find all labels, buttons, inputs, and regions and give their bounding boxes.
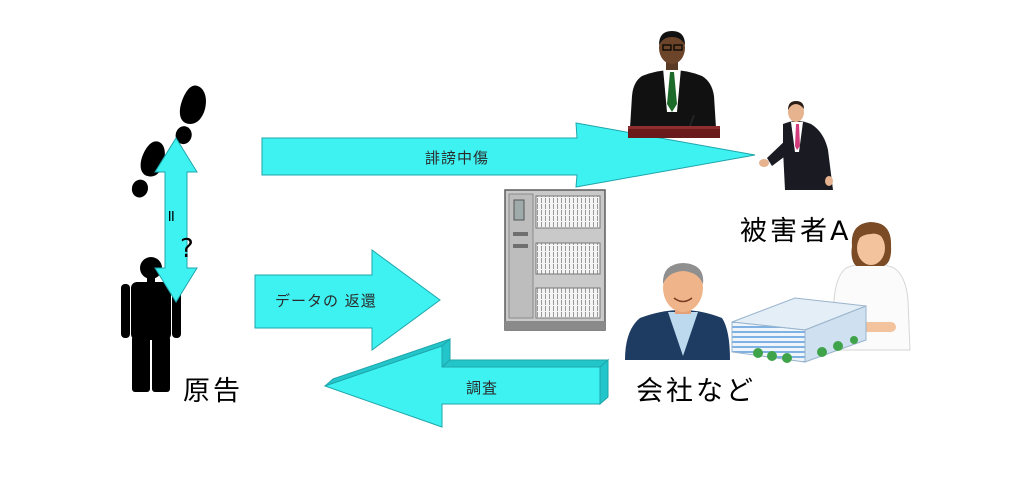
businessman-hair [788, 101, 804, 110]
businessman-head [788, 102, 804, 122]
building-trees [753, 336, 858, 363]
cabinet-base [505, 321, 605, 330]
server-cabinet [504, 189, 606, 331]
footprints [131, 85, 206, 198]
defamation-arrow [261, 122, 756, 188]
data-return-arrow [254, 249, 441, 351]
identity-double-arrow [154, 137, 198, 303]
investigation-arrow-label: 調査 [466, 379, 498, 397]
man-shirt [668, 312, 698, 356]
footprint-sole [179, 85, 206, 124]
cabinet-drawer [535, 287, 601, 319]
speaker-at-podium [628, 31, 720, 138]
cabinet-drawer [535, 195, 601, 229]
podium-top [628, 126, 720, 129]
silhouette-neck [147, 276, 155, 284]
arrow-shaft-top-face [440, 359, 610, 368]
office-building [731, 297, 867, 363]
businessman-tie [795, 124, 800, 150]
woman [831, 222, 911, 351]
speaker-head [659, 32, 685, 64]
silhouette-torso [131, 282, 171, 340]
speaker-glasses [662, 44, 683, 51]
cabinet-drawer [535, 242, 601, 275]
data-return-arrow-label: データの 返還 [275, 292, 377, 310]
footprint-heel [175, 126, 192, 145]
cabinet-control-panel [508, 193, 534, 319]
woman-face [857, 231, 885, 265]
speaker-hair [659, 31, 685, 45]
footprint-upper [175, 85, 206, 145]
cabinet-button [513, 244, 528, 248]
woman-bangs [857, 226, 886, 240]
businessman-hand [825, 176, 833, 186]
silhouette-right-leg [152, 336, 170, 392]
investigation-arrow [323, 337, 610, 428]
arrow-end-face [599, 358, 609, 406]
equals-sign: = [162, 209, 181, 222]
victim-label: 被害者A [740, 216, 851, 247]
man-head [663, 264, 703, 312]
businessman-arm [767, 136, 796, 166]
question-mark: ? [180, 234, 194, 264]
speaker-tie [667, 72, 677, 112]
company-label: 会社など [636, 376, 756, 407]
man [625, 263, 730, 360]
arrow-front-face [323, 345, 601, 428]
defamation-arrow-label: 誹謗中傷 [425, 149, 489, 167]
plaintiff-label: 原告 [183, 376, 243, 407]
silhouette-left-leg [132, 336, 150, 392]
cabinet-button [513, 232, 528, 236]
microphone [689, 114, 695, 127]
businessman [759, 101, 833, 190]
silhouette-head [140, 257, 162, 279]
cabinet-display [513, 199, 525, 221]
man-smile [673, 297, 693, 303]
businessman-hand [759, 159, 769, 167]
footprint-heel [131, 179, 148, 198]
man-hair [662, 263, 704, 284]
silhouette-left-arm [121, 284, 130, 338]
